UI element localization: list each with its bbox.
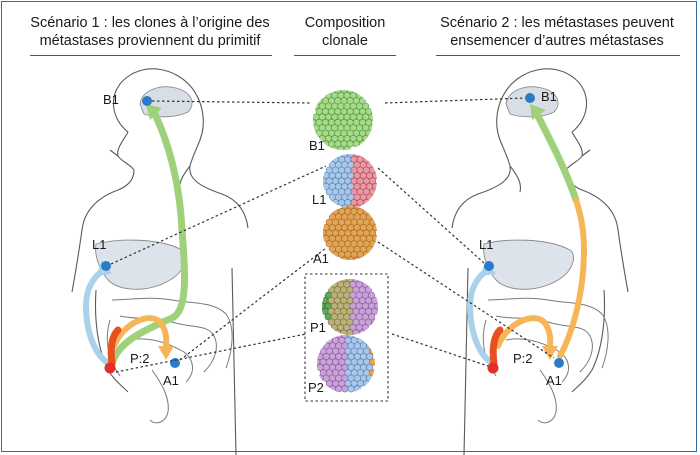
left-arrow-blue — [82, 267, 113, 367]
right-liver-shape — [483, 239, 574, 290]
right-arrow-orange-up — [557, 197, 588, 359]
cluster-label-a1: A1 — [313, 251, 329, 266]
right-label-b1: B1 — [541, 89, 557, 104]
clone-cluster-b1 — [313, 90, 373, 150]
left-site-l1-dot — [101, 261, 111, 271]
right-site-a1-dot — [554, 358, 564, 368]
scenario-2-header: Scénario 2 : les métastases peuvent ense… — [418, 14, 696, 56]
cluster-label-b1: B1 — [309, 138, 325, 153]
scenario-1-header: Scénario 1 : les clones à l’origine des … — [10, 14, 290, 56]
right-arrow-green — [532, 108, 580, 204]
left-primary-dot — [104, 362, 116, 374]
left-arrows — [82, 104, 189, 368]
right-primary-dot — [487, 362, 499, 374]
left-label-a1: A1 — [163, 373, 179, 388]
right-label-l1: L1 — [479, 237, 494, 252]
right-arrow-orange — [495, 315, 554, 353]
clone-cluster-p1 — [322, 279, 378, 335]
right-site-b1-dot — [525, 93, 535, 103]
clone-clusters — [313, 90, 378, 393]
right-label-a1: A1 — [546, 373, 562, 388]
connector-lines — [110, 97, 555, 373]
clonal-composition-header: Composition clonale — [290, 14, 400, 56]
left-label-b1: B1 — [103, 92, 119, 107]
left-label-p2: P:2 — [130, 351, 150, 366]
left-arrow-green — [108, 108, 189, 368]
right-intestine-shape — [482, 297, 609, 424]
right-label-p2: P:2 — [513, 351, 533, 366]
cluster-label-p1: P1 — [310, 320, 326, 335]
left-site-b1-dot — [142, 96, 152, 106]
left-label-l1: L1 — [92, 237, 107, 252]
cluster-label-p2: P2 — [308, 380, 324, 395]
clone-cluster-p2 — [317, 335, 375, 393]
left-body-outline — [71, 68, 249, 455]
clone-cluster-l1 — [323, 154, 377, 208]
right-arrow-blue — [466, 267, 497, 367]
left-arrow-orange — [111, 315, 170, 353]
right-arrow-red — [489, 326, 504, 368]
left-site-a1-dot — [170, 358, 180, 368]
right-arrows — [466, 104, 588, 368]
left-arrow-red — [107, 326, 122, 368]
right-site-l1-dot — [484, 261, 494, 271]
cluster-label-l1: L1 — [312, 192, 327, 207]
primary-clusters-box — [304, 273, 389, 402]
